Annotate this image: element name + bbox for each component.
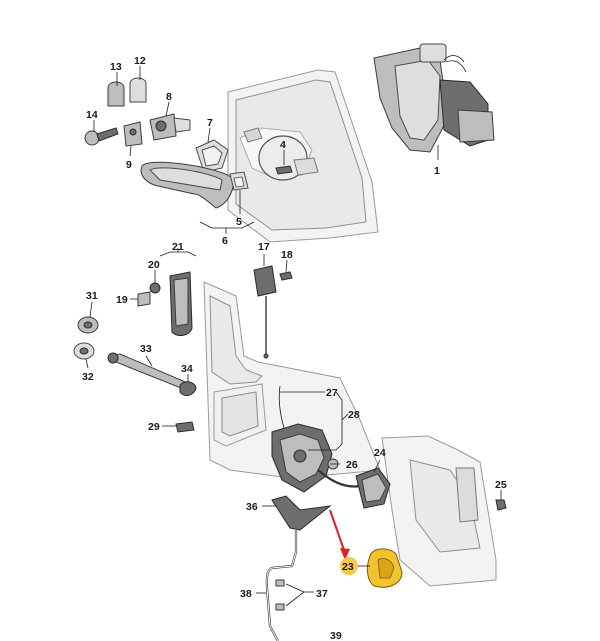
part-6-door-handle: [140, 161, 234, 209]
part-18-bolt: [279, 271, 293, 281]
part-12-cap: [129, 77, 147, 103]
label-1: 1: [434, 165, 440, 177]
label-36: 36: [246, 501, 258, 513]
part-34-bushing: [179, 381, 197, 396]
label-18: 18: [281, 249, 293, 261]
part-13-cap: [107, 81, 125, 107]
part-29-bolt: [175, 421, 195, 433]
label-8: 8: [166, 91, 172, 103]
label-12: 12: [134, 55, 146, 67]
part-31-grommet: [77, 316, 99, 334]
highlighted-label-badge: 23: [340, 557, 358, 575]
part-33-rod: [107, 352, 191, 391]
label-6: 6: [222, 235, 228, 247]
label-24: 24: [374, 447, 386, 459]
label-20: 20: [148, 259, 160, 271]
label-19: 19: [116, 294, 128, 306]
rear-body-panel: [381, 435, 497, 587]
lower-door-panel: [203, 281, 381, 479]
part-28-lock-assembly: [271, 385, 361, 493]
part-24-latch: [355, 467, 391, 509]
part-19-clip: [137, 291, 151, 307]
part-21-handle-insert: [169, 271, 193, 336]
part-14-key: [84, 127, 119, 146]
part-9-bracket: [123, 121, 143, 147]
part-17-sensor: [253, 265, 277, 359]
part-4-screw: [275, 150, 293, 175]
label-31: 31: [86, 290, 98, 302]
label-23: 23: [342, 561, 354, 573]
label-14: 14: [86, 109, 98, 121]
label-26: 26: [346, 459, 358, 471]
part-8-lock-cylinder: [149, 113, 191, 141]
label-17: 17: [258, 241, 270, 253]
highlight-badge-circle: [340, 557, 358, 575]
label-7: 7: [207, 117, 213, 129]
label-28: 28: [348, 409, 360, 421]
lower-leader-lines: [85, 248, 502, 607]
part-36-cover: [271, 495, 332, 531]
part-number-labels: 13 12 8 14 7 4 9 1 5 6 21 17 18 20 19 31…: [82, 55, 507, 641]
label-39: 39: [330, 630, 342, 641]
label-33: 33: [140, 343, 152, 355]
pointer-arrow: [329, 509, 350, 560]
label-34: 34: [181, 363, 193, 375]
part-37-clips: [275, 579, 285, 611]
label-38: 38: [240, 588, 252, 600]
label-29: 29: [148, 421, 160, 433]
label-32: 32: [82, 371, 94, 383]
part-25-bolt: [495, 499, 507, 511]
part-5-cover: [229, 171, 249, 191]
label-27: 27: [326, 387, 338, 399]
label-25: 25: [495, 479, 507, 491]
part-39-cable: [265, 530, 298, 641]
upper-leader-lines: [93, 66, 255, 234]
part-20-clip: [149, 282, 161, 294]
label-37: 37: [316, 588, 328, 600]
label-13: 13: [110, 61, 122, 73]
part-32-grommet: [73, 342, 95, 360]
label-5: 5: [236, 216, 242, 228]
lock-mechanism-top: [373, 43, 495, 160]
label-4: 4: [280, 139, 286, 151]
upper-door-panel: [227, 69, 379, 243]
label-21: 21: [172, 241, 184, 253]
part-23-highlighted-striker: [366, 548, 403, 588]
label-9: 9: [126, 159, 132, 171]
